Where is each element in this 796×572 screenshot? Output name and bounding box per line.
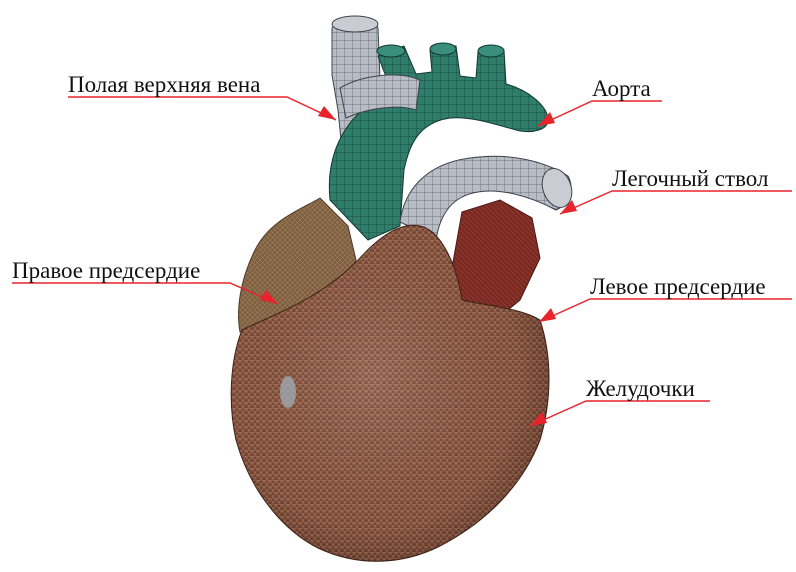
label-left-atrium: Левое предсердие [590, 275, 766, 298]
aorta-branch-opening [430, 43, 456, 55]
leader-line-aorta [538, 101, 662, 126]
leader-line-ventricles [530, 401, 710, 426]
leader-line-vena-cava [68, 97, 336, 120]
vena-cava-opening [332, 16, 378, 32]
aorta-branch-opening [377, 45, 405, 57]
aorta-branch-opening [478, 45, 504, 57]
arrowhead [318, 106, 336, 120]
label-right-atrium: Правое предсердие [12, 259, 200, 282]
label-ventricles: Желудочки [586, 377, 695, 400]
arrowhead [539, 308, 556, 322]
label-superior-vena-cava: Полая верхняя вена [68, 73, 260, 96]
leader-line-right-atrium [12, 283, 278, 304]
mesh-highlight [280, 376, 296, 408]
leader-line-left-atrium [539, 299, 792, 322]
label-aorta: Аорта [592, 77, 651, 100]
label-pulmonary-trunk: Легочный ствол [612, 167, 768, 190]
leader-line-pulmonary-trunk [560, 191, 792, 214]
